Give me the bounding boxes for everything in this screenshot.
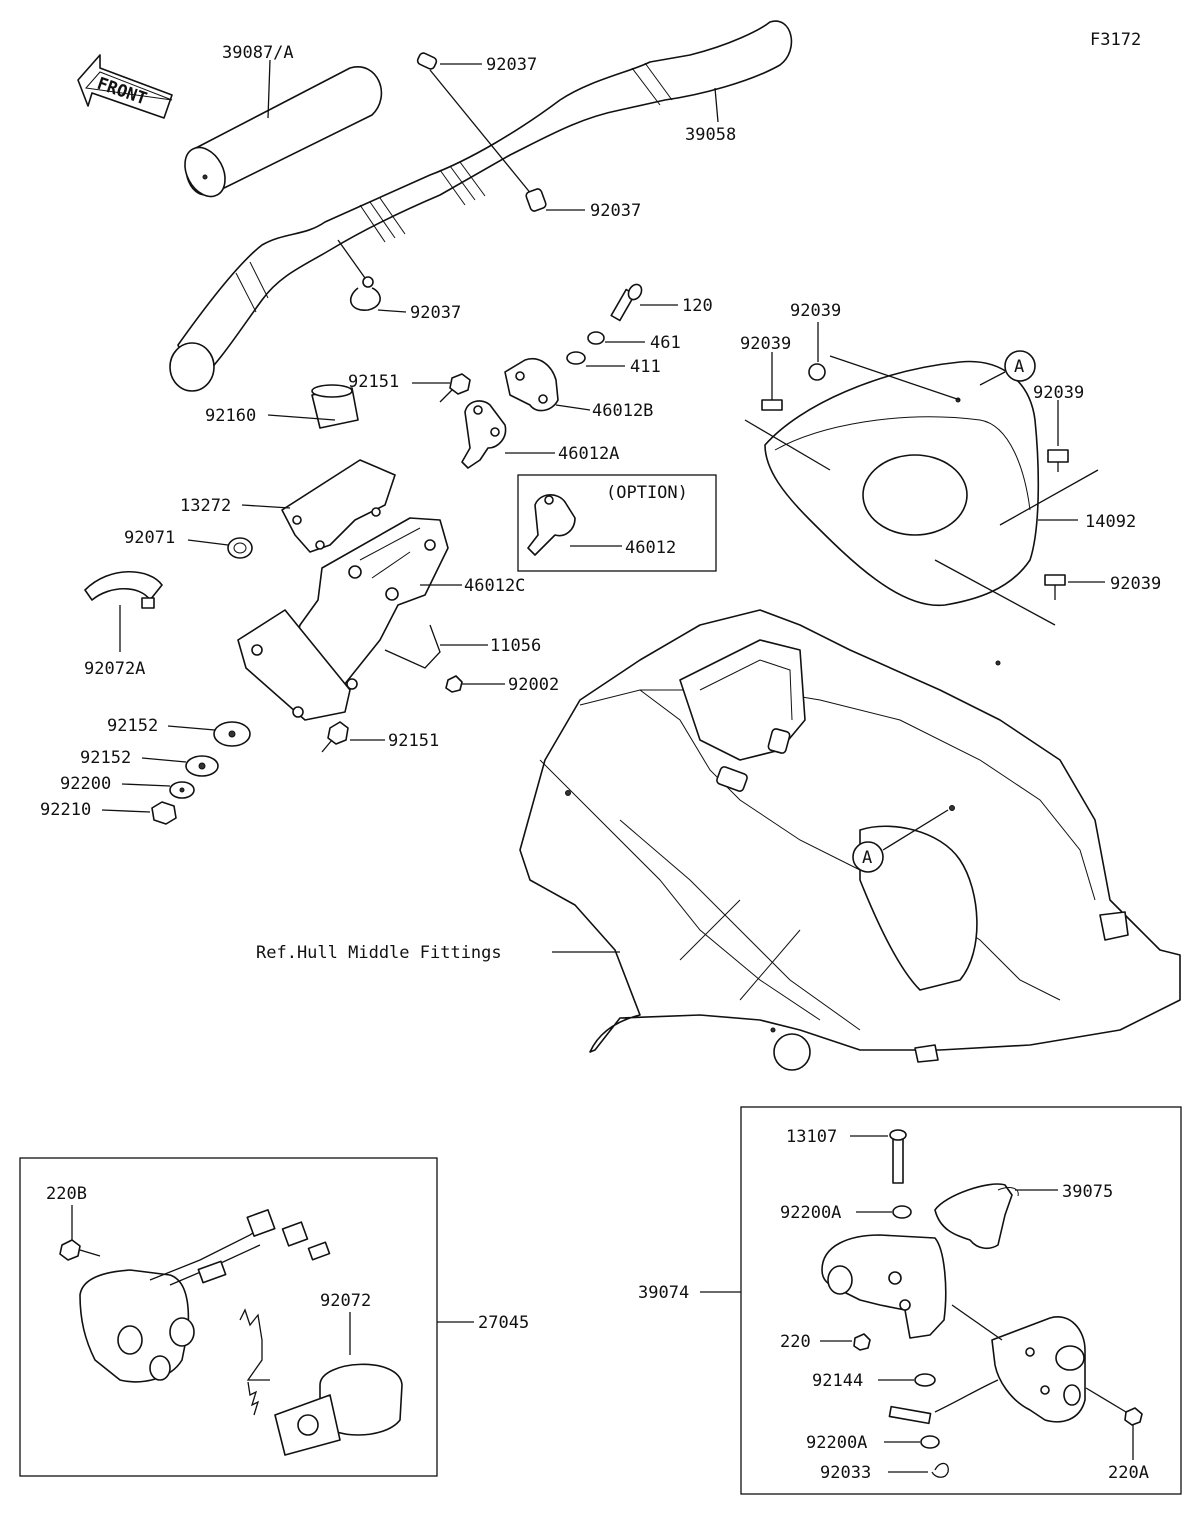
label-92152-a: 92152 <box>107 716 158 736</box>
band-92072a-part <box>84 570 163 609</box>
collar-92160-part <box>311 384 359 429</box>
label-92200: 92200 <box>60 774 111 794</box>
washer-411-part <box>566 351 586 365</box>
front-arrow-icon: FRONT <box>77 54 173 119</box>
option-label: (OPTION) <box>606 483 688 503</box>
shaft-part <box>888 1379 999 1425</box>
washer-92200a-top-part <box>892 1205 912 1219</box>
clip-92033-part <box>931 1462 949 1478</box>
option-box <box>517 474 717 572</box>
bolt-92151-top-part <box>439 373 471 403</box>
label-46012a: 46012A <box>558 444 619 464</box>
label-92200a-bottom: 92200A <box>806 1433 867 1453</box>
label-92151-bottom: 92151 <box>388 731 439 751</box>
marker-a-top: A <box>1004 350 1036 382</box>
label-92072a: 92072A <box>84 659 145 679</box>
label-27045: 27045 <box>478 1313 529 1333</box>
switch-39074-part <box>991 1316 1086 1423</box>
box-27045 <box>19 1157 438 1477</box>
pin-13107-part <box>889 1129 907 1184</box>
svg-text:A: A <box>1014 357 1024 377</box>
label-461: 461 <box>650 333 681 353</box>
label-46012b: 46012B <box>592 401 653 421</box>
box-39074 <box>740 1106 1182 1495</box>
figure-code: F3172 <box>1090 30 1141 50</box>
clip-92039-a-part <box>808 363 826 381</box>
clip-92037-top-part <box>416 52 438 70</box>
svg-text:A: A <box>862 848 872 868</box>
label-14092: 14092 <box>1085 512 1136 532</box>
label-39087-a: 39087/A <box>222 43 294 63</box>
bolt-92151-bottom-part <box>321 721 349 753</box>
washer-92200-part <box>169 781 195 799</box>
label-92160: 92160 <box>205 406 256 426</box>
ref-hull-label: Ref.Hull Middle Fittings <box>256 943 502 963</box>
nut-92210-part <box>151 801 177 825</box>
lanyard-92072-part <box>239 1308 403 1456</box>
label-92210: 92210 <box>40 800 91 820</box>
marker-a-bottom: A <box>852 841 884 873</box>
label-92039-a: 92039 <box>790 301 841 321</box>
leader-line <box>267 59 271 119</box>
pin-11056-part <box>384 624 441 669</box>
label-92039-b: 92039 <box>740 334 791 354</box>
label-220b: 220B <box>46 1184 87 1204</box>
label-92071: 92071 <box>124 528 175 548</box>
handlebar-39058-part <box>169 20 793 392</box>
label-46012c: 46012C <box>464 576 525 596</box>
washer-92200a-bottom-part <box>920 1435 940 1449</box>
screw-220-part <box>853 1333 871 1351</box>
label-92039-d: 92039 <box>1110 574 1161 594</box>
label-220: 220 <box>780 1332 811 1352</box>
bracket-13272-part <box>281 459 396 553</box>
grip-39087-part <box>184 66 383 198</box>
label-46012: 46012 <box>625 538 676 558</box>
clamp-46012a-part <box>461 400 507 469</box>
screw-220a-part <box>1085 1387 1143 1426</box>
bolt-92002-part <box>445 675 463 693</box>
bolt-120-part <box>610 283 643 322</box>
cover-39075-part <box>934 1183 1019 1250</box>
label-92152-b: 92152 <box>80 748 131 768</box>
label-92037-top: 92037 <box>486 55 537 75</box>
clip-92037-mid-part <box>525 188 547 212</box>
label-92033: 92033 <box>820 1463 871 1483</box>
grommet-92071-part <box>227 537 253 559</box>
clip-92039-b-part <box>761 388 783 411</box>
label-92151-top: 92151 <box>348 372 399 392</box>
label-92039-c: 92039 <box>1033 383 1084 403</box>
label-120: 120 <box>682 296 713 316</box>
cover-14092-part <box>764 360 1040 607</box>
spring-92144-part <box>914 1373 936 1387</box>
label-92037-bottom: 92037 <box>410 303 461 323</box>
label-92200a-top: 92200A <box>780 1203 841 1223</box>
clamp-46012-option-part <box>527 494 576 556</box>
label-11056: 11056 <box>490 636 541 656</box>
label-39058: 39058 <box>685 125 736 145</box>
label-13107: 13107 <box>786 1127 837 1147</box>
washer-92152-b-part <box>185 755 219 777</box>
label-411: 411 <box>630 357 661 377</box>
washer-92152-a-part <box>213 721 251 747</box>
hull-part <box>519 609 1181 1071</box>
label-92072: 92072 <box>320 1291 371 1311</box>
leader-line <box>714 87 719 123</box>
washer-461-part <box>587 331 605 345</box>
label-92144: 92144 <box>812 1371 863 1391</box>
switch-27045-part <box>79 1209 331 1383</box>
label-13272: 13272 <box>180 496 231 516</box>
screw-220b-part <box>59 1239 101 1261</box>
clip-92039-c-part <box>1047 449 1069 472</box>
clip-92037-bottom-part <box>349 276 381 311</box>
lever-housing-part <box>821 1234 947 1339</box>
label-39075: 39075 <box>1062 1182 1113 1202</box>
label-220a: 220A <box>1108 1463 1149 1483</box>
clamp-46012b-part <box>504 358 559 412</box>
label-92037-mid: 92037 <box>590 201 641 221</box>
clip-92039-d-part <box>1044 574 1066 600</box>
steering-column-46012c-part <box>237 517 449 721</box>
label-92002: 92002 <box>508 675 559 695</box>
label-39074: 39074 <box>638 1283 689 1303</box>
